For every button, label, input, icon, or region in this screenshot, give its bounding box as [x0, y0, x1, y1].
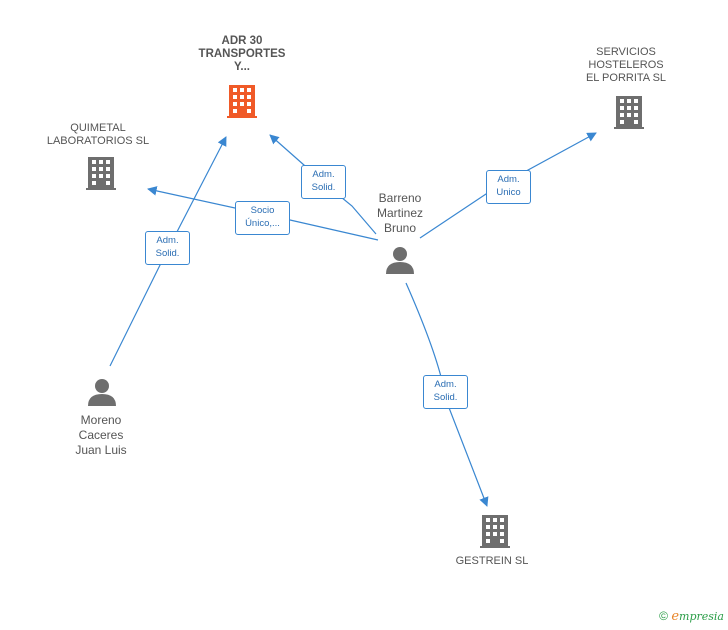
person-icon-moreno[interactable]	[88, 379, 116, 406]
company-label-servicios[interactable]: SERVICIOS HOSTELEROS EL PORRITA SL	[585, 46, 667, 84]
edge-barreno-quimetal	[147, 186, 379, 241]
company-label-adr30[interactable]: ADR 30 TRANSPORTES Y...	[198, 35, 286, 73]
company-label-gestrein[interactable]: GESTREIN SL	[455, 555, 529, 567]
company-icon-servicios[interactable]	[614, 96, 644, 129]
company-icon-quimetal[interactable]	[86, 157, 116, 190]
edge-label-barreno-servicios: Adm. Unico	[486, 170, 531, 204]
edge-label-barreno-gestrein: Adm. Solid.	[423, 375, 468, 409]
copyright-icon: ©	[659, 609, 668, 623]
edge-label-barreno-adr30: Adm. Solid.	[301, 165, 346, 199]
person-label-moreno[interactable]: Moreno Caceres Juan Luis	[75, 413, 127, 457]
company-icon-adr30[interactable]	[227, 85, 257, 118]
person-label-barreno[interactable]: Barreno Martinez Bruno	[376, 191, 423, 235]
brand-logo-rest: mpresia	[679, 610, 724, 623]
company-icon-gestrein[interactable]	[480, 515, 510, 548]
edge-label-moreno-adr30: Adm. Solid.	[145, 231, 190, 265]
brand-footer: © empresia	[659, 609, 724, 624]
edge-label-barreno-quimetal: Socio Único,...	[235, 201, 290, 235]
company-label-quimetal[interactable]: QUIMETAL LABORATORIOS SL	[46, 122, 150, 147]
brand-logo-e: e	[671, 609, 680, 624]
person-icon-barreno[interactable]	[386, 247, 414, 274]
